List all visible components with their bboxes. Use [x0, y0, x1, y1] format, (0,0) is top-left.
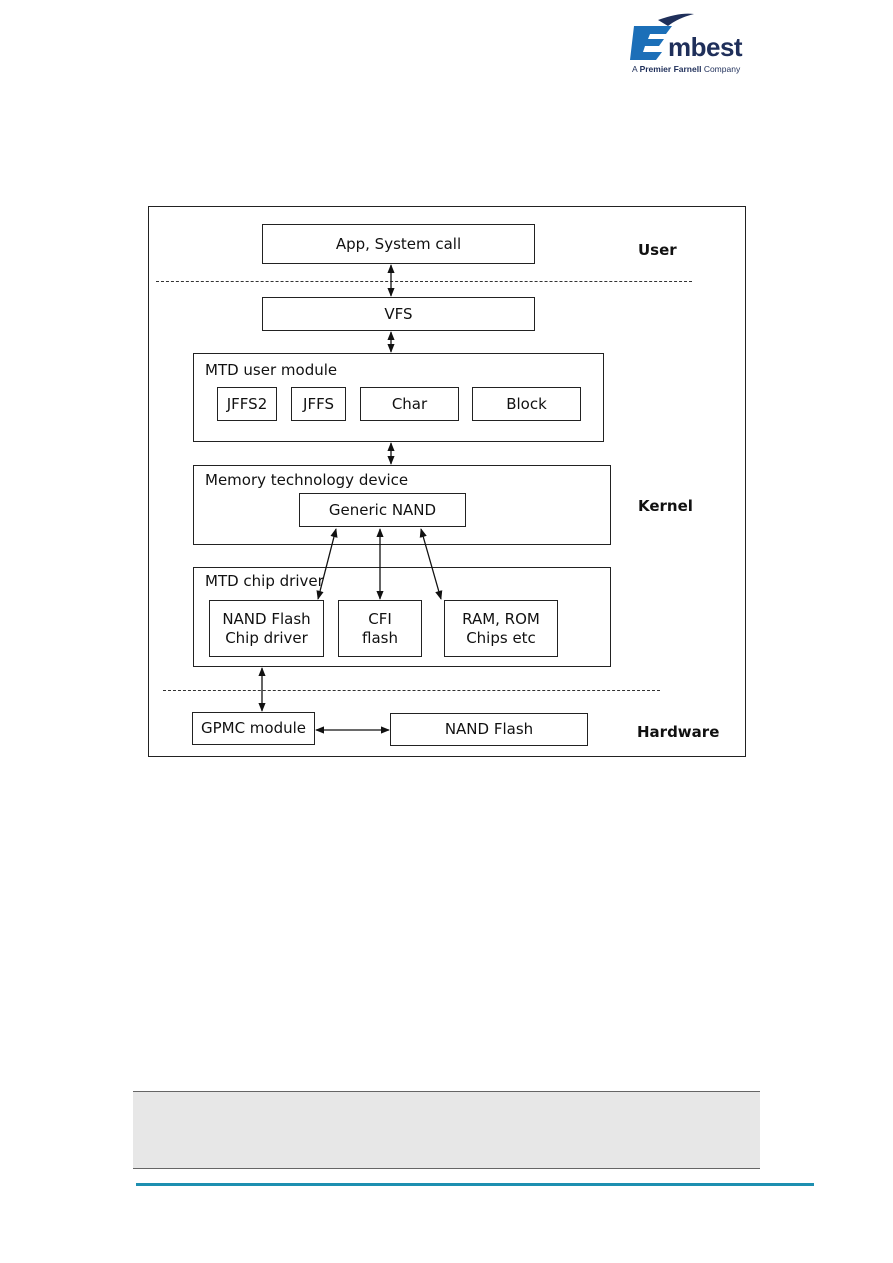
nand-flash-chip-driver-box: NAND Flash Chip driver [209, 600, 324, 657]
vfs-label: VFS [384, 304, 413, 323]
layer-label-user: User [638, 241, 677, 259]
generic-nand-box: Generic NAND [299, 493, 466, 527]
jffs2-box: JFFS2 [217, 387, 277, 421]
jffs2-label: JFFS2 [226, 394, 268, 413]
nand-flash-label: NAND Flash [444, 720, 534, 739]
gpmc-module-box: GPMC module [192, 712, 315, 745]
gpmc-module-label: GPMC module [200, 719, 307, 738]
mtd-user-module-title: MTD user module [205, 361, 338, 379]
ram-rom-chips-line1: RAM, ROM [462, 609, 540, 628]
footer-rule [136, 1183, 814, 1186]
app-system-call-box: App, System call [262, 224, 535, 264]
cfi-flash-line1: CFI [368, 609, 392, 628]
mtd-architecture-diagram [148, 206, 746, 757]
nand-flash-chip-driver-line2: Chip driver [225, 628, 308, 647]
embest-logo: mbest A Premier Farnell Company [628, 12, 768, 78]
cfi-flash-line2: flash [362, 628, 398, 647]
mtd-chip-driver-title: MTD chip driver [205, 572, 324, 590]
block-label: Block [506, 394, 547, 413]
logo-tagline: A Premier Farnell Company [632, 64, 741, 74]
cfi-flash-box: CFI flash [338, 600, 422, 657]
jffs-box: JFFS [291, 387, 346, 421]
generic-nand-label: Generic NAND [328, 500, 437, 519]
layer-label-kernel: Kernel [638, 497, 693, 515]
memory-technology-device-title: Memory technology device [205, 471, 409, 489]
user-kernel-divider [156, 281, 692, 282]
app-system-call-label: App, System call [335, 234, 462, 253]
nand-flash-box: NAND Flash [390, 713, 588, 746]
char-label: Char [391, 394, 428, 413]
nand-flash-chip-driver-line1: NAND Flash [222, 609, 311, 628]
ram-rom-chips-line2: Chips etc [466, 628, 536, 647]
jffs-label: JFFS [303, 394, 334, 413]
embest-e-icon [630, 13, 694, 60]
char-box: Char [360, 387, 459, 421]
vfs-box: VFS [262, 297, 535, 331]
block-box: Block [472, 387, 581, 421]
logo-wordmark: mbest [668, 32, 743, 62]
kernel-hardware-divider [163, 690, 660, 691]
ram-rom-chips-box: RAM, ROM Chips etc [444, 600, 558, 657]
note-box [133, 1091, 760, 1169]
layer-label-hardware: Hardware [637, 723, 720, 741]
